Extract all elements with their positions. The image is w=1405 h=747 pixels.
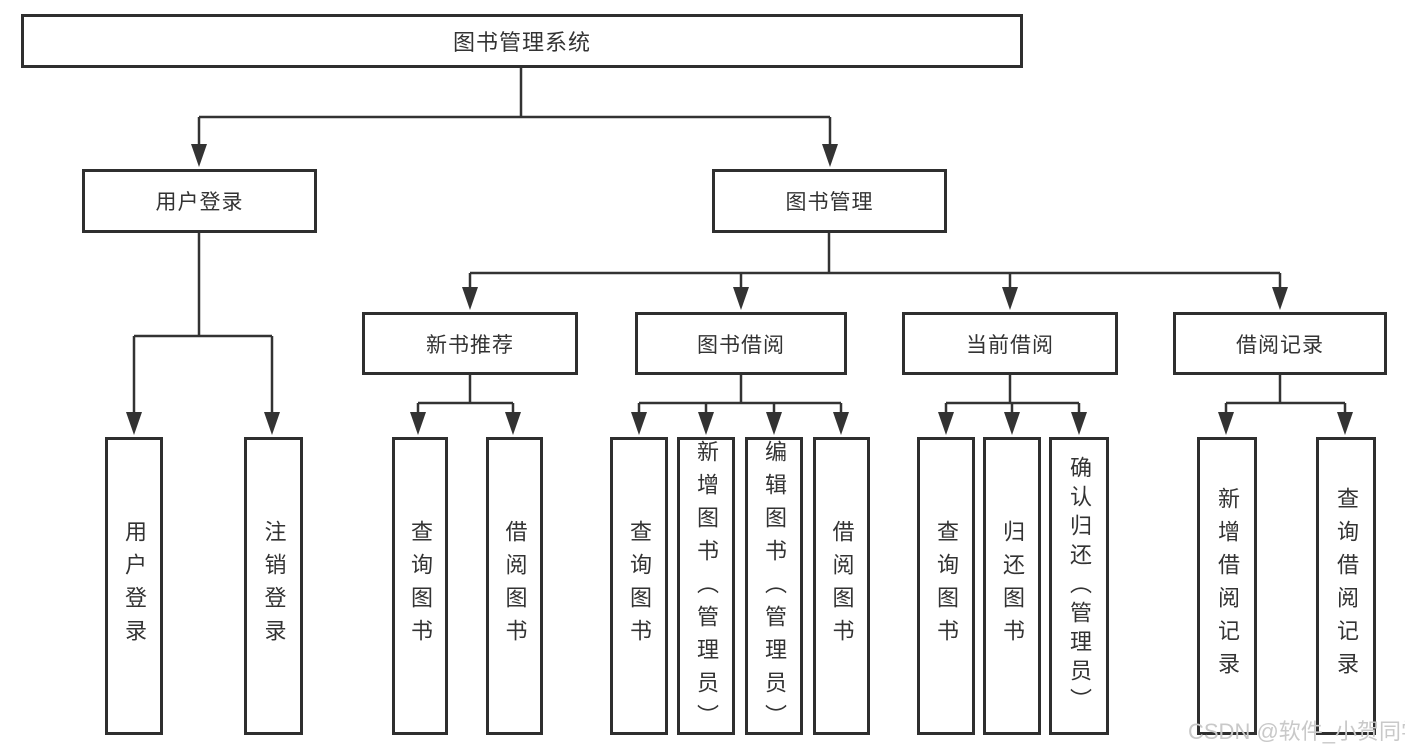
arrowhead-icon (462, 287, 478, 310)
leaf-label: 确认归还（管理员） (1067, 455, 1092, 717)
module-box-borrow-record: 借阅记录 (1173, 312, 1387, 375)
arrowhead-icon (733, 287, 749, 310)
arrowhead-icon (938, 412, 954, 435)
leaf-box-query-books-recommend: 查询图书 (392, 437, 448, 735)
connector-lines (132, 68, 1347, 415)
arrowhead-icon (698, 412, 714, 435)
leaf-box-borrow-books-recommend: 借阅图书 (486, 437, 543, 735)
branch-box-user-login: 用户登录 (82, 169, 317, 233)
arrowhead-icon (822, 144, 838, 167)
arrowhead-icon (1218, 412, 1234, 435)
leaf-label: 查询借阅记录 (1334, 487, 1359, 685)
module-box-book-borrow: 图书借阅 (635, 312, 847, 375)
root-label: 图书管理系统 (452, 30, 591, 55)
leaf-label: 查询图书 (934, 520, 959, 652)
arrowhead-icon (631, 412, 647, 435)
arrowhead-icon (191, 144, 207, 167)
leaf-box-confirm-return-admin: 确认归还（管理员） (1049, 437, 1109, 735)
arrowhead-icon (766, 412, 782, 435)
leaf-label: 查询图书 (408, 520, 433, 652)
arrowhead-icon (264, 412, 280, 435)
module-label: 借阅记录 (1236, 333, 1324, 357)
arrowhead-icon (126, 412, 142, 435)
leaf-label: 借阅图书 (829, 520, 855, 652)
leaf-label: 注销登录 (261, 520, 287, 652)
module-label: 图书借阅 (697, 333, 785, 357)
leaf-label: 新增图书（管理员） (694, 440, 719, 737)
arrowhead-icon (1337, 412, 1353, 435)
leaf-label: 借阅图书 (502, 520, 528, 652)
root-box-library-management-system: 图书管理系统 (21, 14, 1023, 68)
branch-box-book-management: 图书管理 (712, 169, 947, 233)
leaf-label: 新增借阅记录 (1215, 487, 1240, 685)
arrowhead-icon (1004, 412, 1020, 435)
branch-label: 图书管理 (785, 191, 874, 214)
arrowhead-icon (1071, 412, 1087, 435)
leaf-box-return-book: 归还图书 (983, 437, 1041, 735)
leaf-label: 查询图书 (627, 520, 652, 652)
leaf-box-add-book-admin: 新增图书（管理员） (677, 437, 735, 737)
module-label: 当前借阅 (966, 333, 1054, 357)
module-box-new-book-recommend: 新书推荐 (362, 312, 578, 375)
leaf-box-add-borrow-record: 新增借阅记录 (1197, 437, 1257, 735)
arrowhead-icon (833, 412, 849, 435)
leaf-box-logout: 注销登录 (244, 437, 303, 735)
csdn-watermark: CSDN @软件_小贺同学 (1188, 719, 1405, 744)
leaf-box-query-books-borrow: 查询图书 (610, 437, 668, 735)
leaf-box-edit-book-admin: 编辑图书（管理员） (745, 437, 803, 737)
module-label: 新书推荐 (426, 333, 514, 357)
arrowhead-icon (410, 412, 426, 435)
leaf-box-query-borrow-record: 查询借阅记录 (1316, 437, 1376, 735)
module-box-current-borrow: 当前借阅 (902, 312, 1118, 375)
branch-label: 用户登录 (155, 191, 244, 214)
arrowhead-icon (1002, 287, 1018, 310)
arrowhead-icon (505, 412, 521, 435)
leaf-box-user-login: 用户登录 (105, 437, 163, 735)
leaf-label: 归还图书 (1000, 520, 1025, 652)
leaf-label: 用户登录 (122, 520, 147, 652)
leaf-box-borrow-books-borrow: 借阅图书 (813, 437, 870, 735)
arrowhead-icon (1272, 287, 1288, 310)
leaf-label: 编辑图书（管理员） (762, 440, 787, 737)
leaf-box-query-books-current: 查询图书 (917, 437, 975, 735)
